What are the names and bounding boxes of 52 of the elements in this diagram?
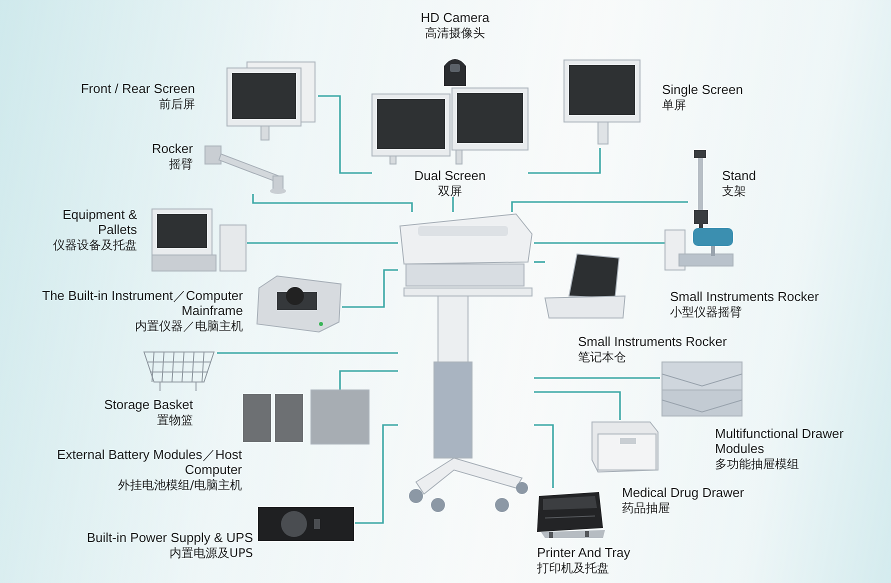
part-name: Medical Drug Drawer bbox=[622, 485, 746, 500]
connector-line bbox=[534, 242, 665, 244]
part-name: Multifunctional Drawer Modules bbox=[715, 426, 845, 456]
battery-module-drawing bbox=[243, 390, 370, 446]
part-name: 笔记本仓 bbox=[578, 349, 627, 365]
part-name: Small Instruments Rocker bbox=[578, 334, 728, 349]
part-name: 药品抽屉 bbox=[622, 500, 671, 516]
part-name: Dual Screen bbox=[413, 168, 487, 183]
connector-line bbox=[252, 194, 413, 212]
part-name: 内置电源及UPS bbox=[168, 545, 253, 561]
connector-line bbox=[534, 377, 660, 379]
equipment-tray-drawing bbox=[150, 207, 247, 273]
connector-line bbox=[534, 424, 554, 488]
part-name: Small Instruments Rocker bbox=[670, 289, 820, 304]
part-name: 打印机及托盘 bbox=[537, 560, 610, 576]
part-name: 外挂电池模组/电脑主机 bbox=[116, 477, 242, 493]
part-name: 摇臂 bbox=[168, 156, 193, 172]
connector-line bbox=[452, 197, 454, 212]
part-name: Storage Basket bbox=[103, 397, 193, 412]
part-name: 内置仪器／电脑主机 bbox=[134, 318, 243, 334]
instrument-tray-drawing bbox=[255, 274, 342, 334]
part-name: Equipment & Pallets bbox=[62, 207, 137, 237]
part-name: Front / Rear Screen bbox=[80, 81, 195, 96]
medical-cart-drawing bbox=[398, 212, 534, 512]
part-name: Stand bbox=[722, 168, 757, 183]
part-name: 双屏 bbox=[437, 183, 463, 199]
part-name: 多功能抽屉模组 bbox=[715, 456, 800, 472]
part-name: Printer And Tray bbox=[537, 545, 632, 560]
part-name: The Built-in Instrument／Computer Mainframe bbox=[41, 288, 243, 318]
part-name: Rocker bbox=[150, 141, 193, 156]
power-box-drawing bbox=[258, 505, 355, 543]
connector-line bbox=[342, 269, 398, 308]
connector-line bbox=[339, 370, 398, 390]
part-name: 高清摄像头 bbox=[424, 25, 486, 41]
part-name: HD Camera bbox=[420, 10, 490, 25]
part-name: Built-in Power Supply & UPS bbox=[86, 530, 253, 545]
connector-line bbox=[355, 424, 398, 524]
connector-line bbox=[528, 148, 601, 174]
connector-line bbox=[534, 261, 545, 263]
connector-line bbox=[511, 201, 688, 212]
part-name: External Battery Modules／Host Computer bbox=[56, 447, 242, 477]
connector-line bbox=[217, 352, 398, 354]
part-name: 前后屏 bbox=[158, 96, 195, 112]
part-name: 单屏 bbox=[662, 97, 687, 113]
part-name: 小型仪器摇臂 bbox=[670, 304, 743, 320]
connector-line bbox=[318, 95, 372, 174]
part-name: 置物篮 bbox=[156, 412, 193, 428]
part-name: 仪器设备及托盘 bbox=[52, 237, 137, 253]
part-name: Single Screen bbox=[662, 82, 744, 97]
connector-line bbox=[534, 391, 621, 420]
connector-line bbox=[247, 242, 398, 244]
part-name: 支架 bbox=[722, 183, 747, 199]
